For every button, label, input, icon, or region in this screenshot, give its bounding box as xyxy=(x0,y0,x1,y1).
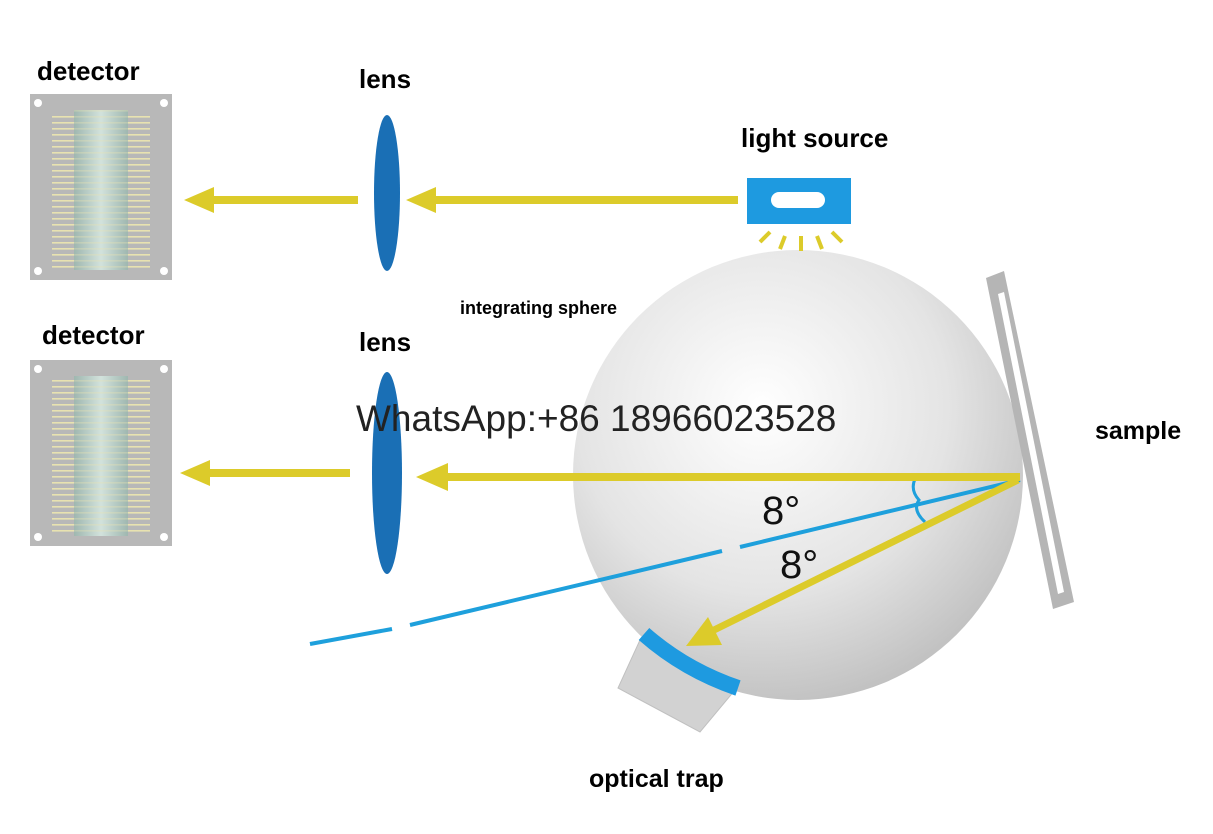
watermark-text: WhatsApp:+86 18966023528 xyxy=(356,398,836,439)
label-sample: sample xyxy=(1095,417,1181,445)
detector-chip-icon xyxy=(30,360,172,546)
detector-chip-icon xyxy=(30,94,172,280)
label-detector-top: detector xyxy=(37,56,140,86)
normal-line xyxy=(309,478,1021,646)
label-detector-bottom: detector xyxy=(42,320,145,350)
light-source-icon xyxy=(747,178,851,251)
label-lens-bottom: lens xyxy=(359,327,411,357)
label-angle-upper: 8° xyxy=(762,489,800,533)
sample-holder xyxy=(986,271,1074,609)
optical-trap-icon xyxy=(617,627,741,733)
lens-bottom xyxy=(372,372,402,574)
label-lens-top: lens xyxy=(359,64,411,94)
label-angle-lower: 8° xyxy=(780,543,818,587)
angle-brace xyxy=(911,478,927,524)
specular-beam xyxy=(686,476,1020,646)
label-integrating-sphere: integrating sphere xyxy=(460,298,617,318)
label-optical-trap: optical trap xyxy=(589,765,724,793)
lens-top xyxy=(374,115,400,271)
sample-beam xyxy=(180,460,1020,491)
reference-beam xyxy=(184,187,738,213)
label-light-source: light source xyxy=(741,123,888,153)
